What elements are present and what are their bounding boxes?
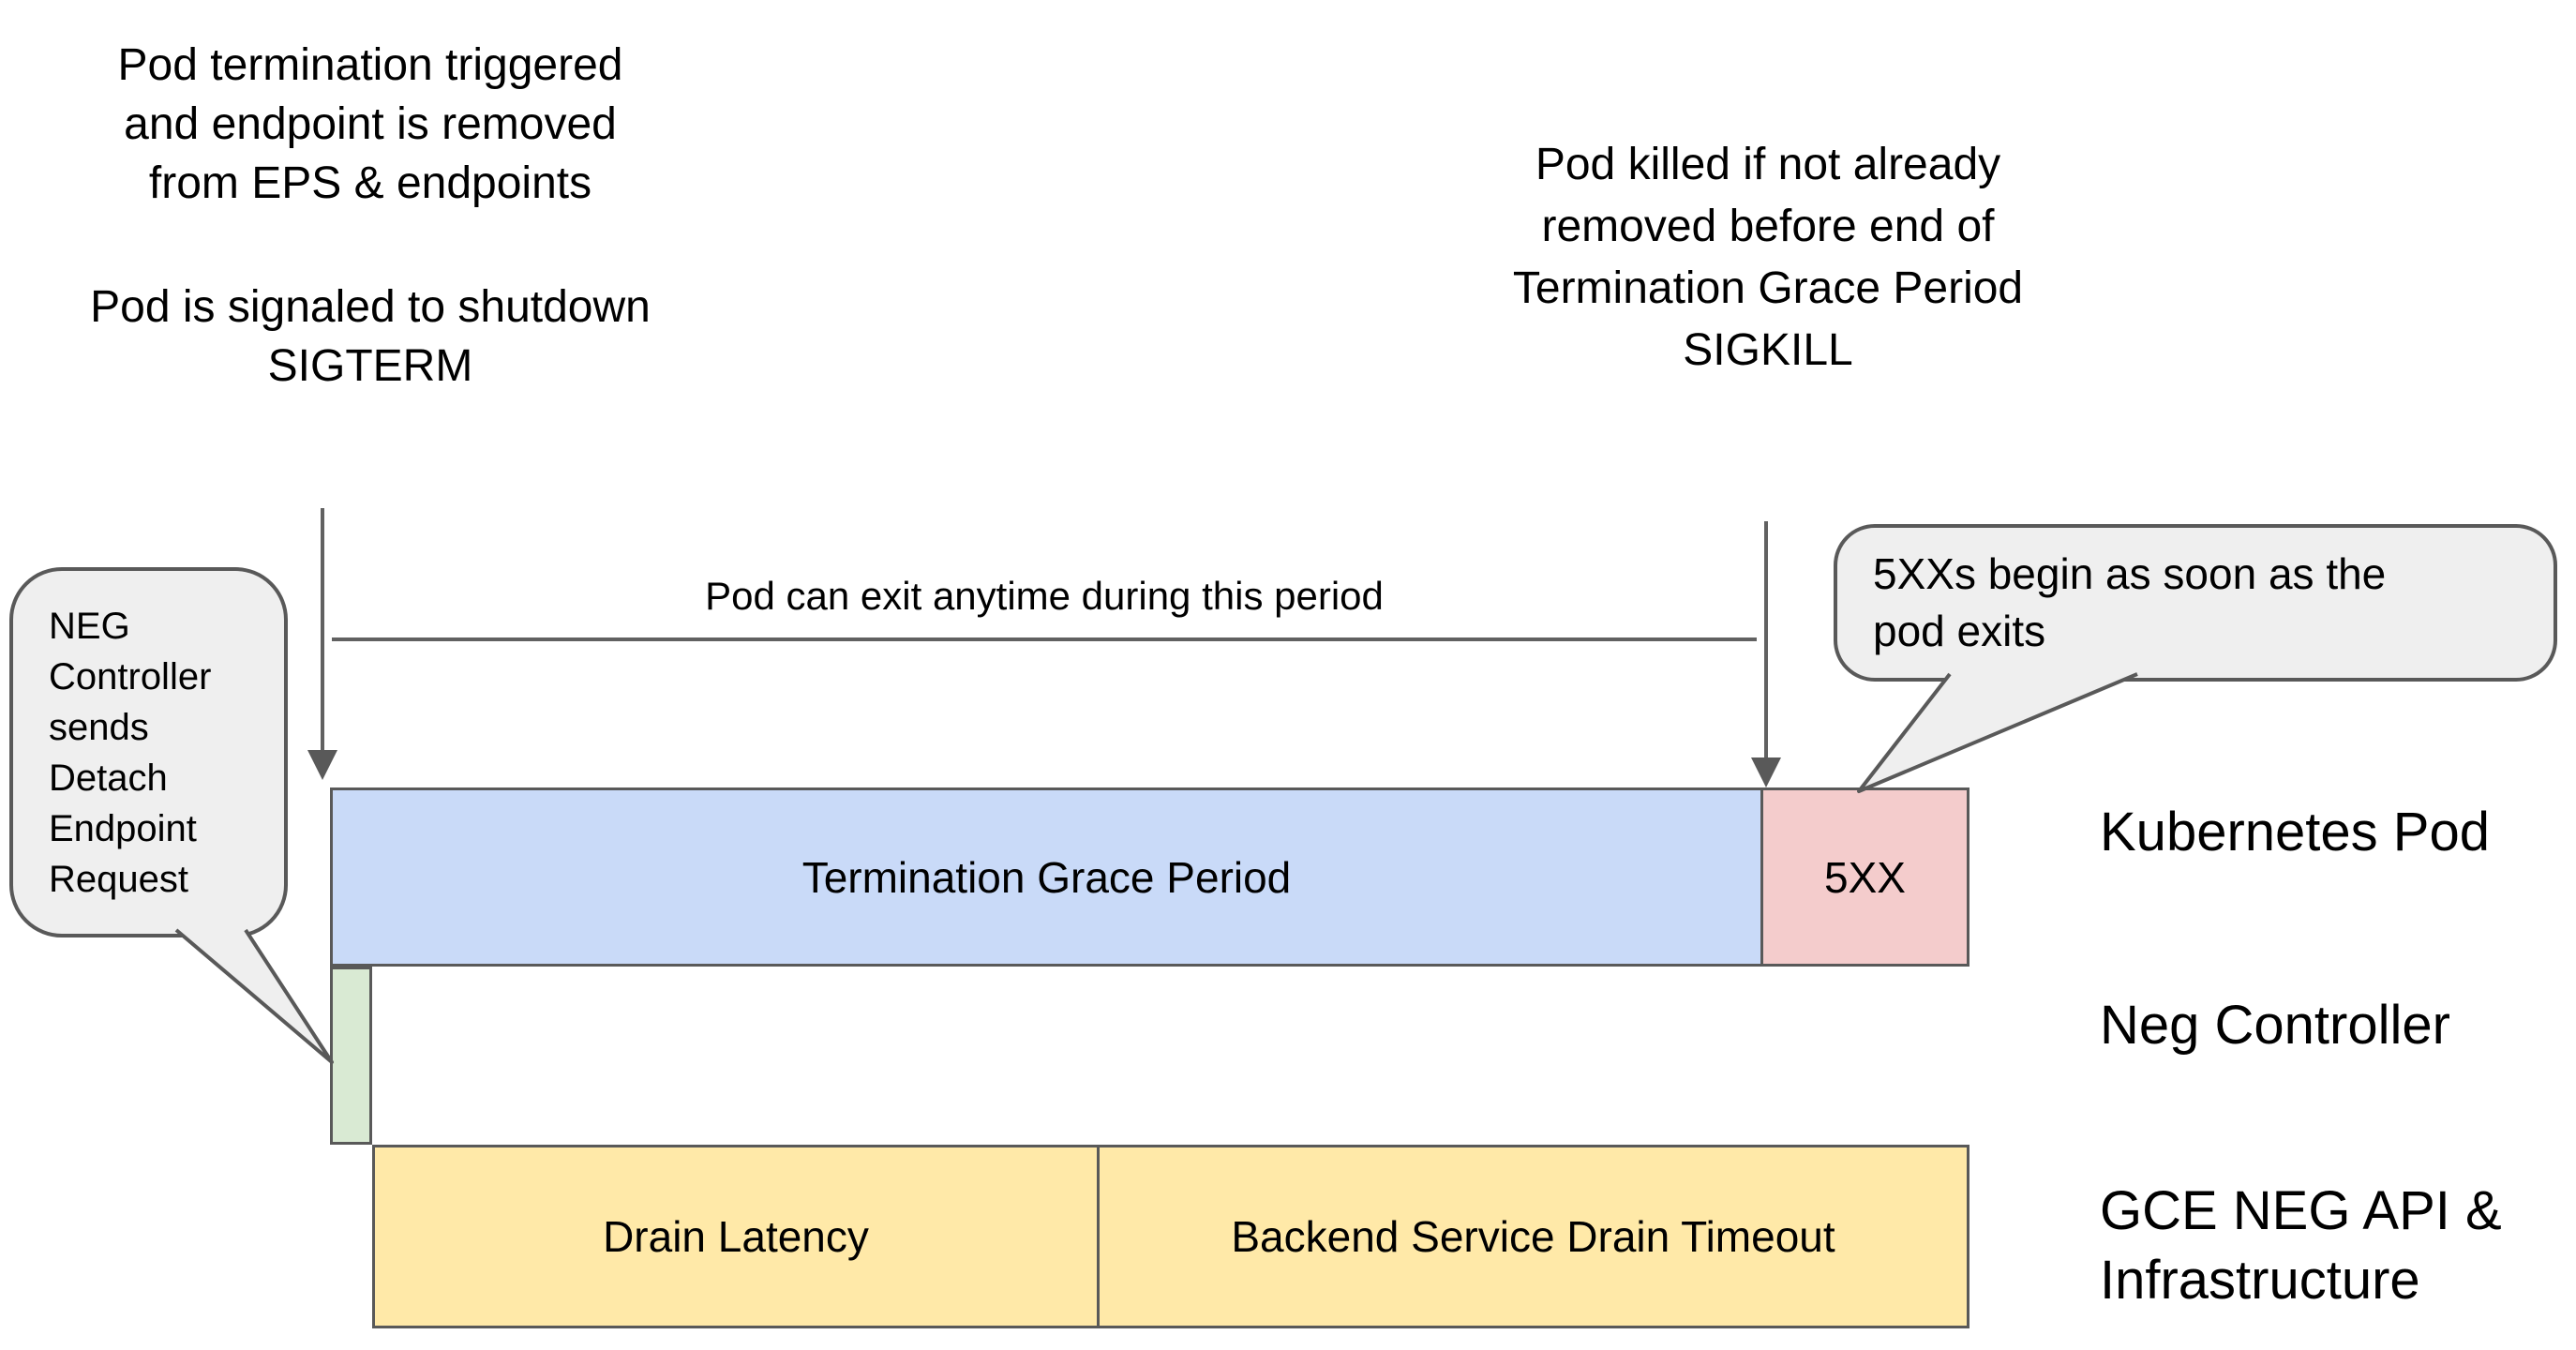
bar-termination-grace-period: Termination Grace Period bbox=[330, 788, 1763, 967]
callout-5xx-begin-text: 5XXs begin as soon as the pod exits bbox=[1873, 549, 2387, 655]
note-pod-sigkill: Pod killed if not already removed before… bbox=[1512, 140, 2024, 375]
bar-detach-endpoint bbox=[330, 967, 372, 1145]
callout-neg-controller: NEG Controller sends Detach Endpoint Req… bbox=[9, 567, 288, 938]
note-pod-termination: Pod termination triggered and endpoint i… bbox=[117, 40, 623, 208]
row-label-neg-controller: Neg Controller bbox=[2100, 995, 2450, 1056]
bar-backend-service-drain-timeout-label: Backend Service Drain Timeout bbox=[1231, 1212, 1835, 1261]
period-range-label: Pod can exit anytime during this period bbox=[705, 574, 1384, 618]
row-label-gce-neg-api: GCE NEG API & Infrastructure bbox=[2100, 1180, 2502, 1311]
bar-5xx-label: 5XX bbox=[1824, 852, 1906, 902]
bar-termination-grace-period-label: Termination Grace Period bbox=[801, 852, 1292, 902]
bar-backend-service-drain-timeout: Backend Service Drain Timeout bbox=[1100, 1145, 1969, 1328]
row-label-kubernetes-pod: Kubernetes Pod bbox=[2100, 802, 2490, 862]
callout-neg-controller-text: NEG Controller sends Detach Endpoint Req… bbox=[49, 605, 212, 900]
callout-5xx-begin: 5XXs begin as soon as the pod exits bbox=[1834, 524, 2557, 682]
sigkill-arrowhead-icon bbox=[1751, 758, 1781, 788]
callout-5xx-tail bbox=[1857, 672, 2138, 793]
bar-drain-latency: Drain Latency bbox=[372, 1145, 1100, 1328]
sigterm-arrowhead-icon bbox=[307, 750, 337, 780]
callout-neg-controller-tail bbox=[174, 928, 334, 1064]
bar-drain-latency-label: Drain Latency bbox=[603, 1212, 869, 1261]
note-pod-sigterm: Pod is signaled to shutdown SIGTERM bbox=[90, 282, 651, 391]
bar-5xx: 5XX bbox=[1763, 788, 1969, 967]
